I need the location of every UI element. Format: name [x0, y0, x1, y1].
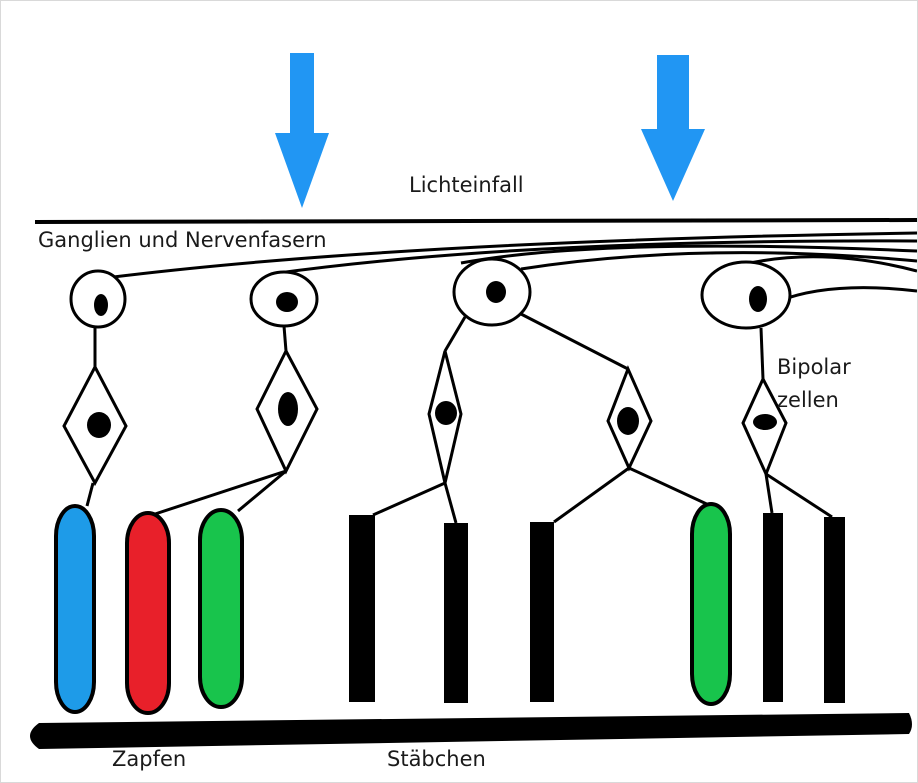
rod [824, 517, 845, 703]
label-cones: Zapfen [112, 746, 186, 772]
nucleus [617, 407, 639, 435]
arrow-shape [641, 55, 705, 201]
cones [56, 504, 730, 713]
link [238, 471, 286, 511]
link [87, 483, 93, 506]
nerve-fiber [779, 288, 917, 301]
pigment-layer [30, 713, 912, 749]
link [554, 468, 629, 522]
label-ganglion-layer: Ganglien und Nervenfasern [38, 227, 327, 253]
nucleus [435, 401, 457, 425]
ganglion-nuclei [94, 281, 767, 316]
label-rods: Stäbchen [387, 746, 486, 772]
bipolar-cells [64, 351, 786, 483]
nucleus [278, 392, 298, 426]
cone-green [692, 504, 730, 704]
arrow-shape [275, 53, 329, 208]
rod [530, 522, 554, 702]
link [761, 328, 763, 379]
ganglion-bipolar-links [95, 314, 763, 379]
rod [444, 523, 468, 703]
nucleus [276, 292, 298, 312]
link [766, 474, 832, 517]
link [445, 483, 456, 523]
label-bipolar: Bipolar zellen [777, 351, 887, 417]
cone-red [127, 513, 169, 713]
label-bipolar-line1: Bipolar [777, 351, 887, 384]
link [521, 314, 628, 369]
ganglion-cell [702, 262, 790, 328]
rods [349, 513, 845, 703]
rod [349, 515, 375, 702]
link [445, 317, 465, 351]
nucleus [94, 294, 108, 316]
label-bipolar-line2: zellen [777, 384, 887, 417]
link [629, 468, 711, 506]
light-arrow-right [641, 55, 705, 201]
nucleus [749, 286, 767, 312]
cone-green [200, 510, 242, 707]
link [373, 483, 445, 515]
rod [763, 513, 783, 702]
cone-blue [56, 506, 94, 712]
light-arrow-left [275, 53, 329, 208]
nucleus [753, 414, 777, 430]
nucleus [486, 281, 506, 303]
inner-limiting-line [35, 220, 917, 222]
link [766, 474, 772, 513]
nucleus [87, 412, 111, 438]
link [284, 326, 286, 351]
label-light: Lichteinfall [409, 172, 524, 198]
